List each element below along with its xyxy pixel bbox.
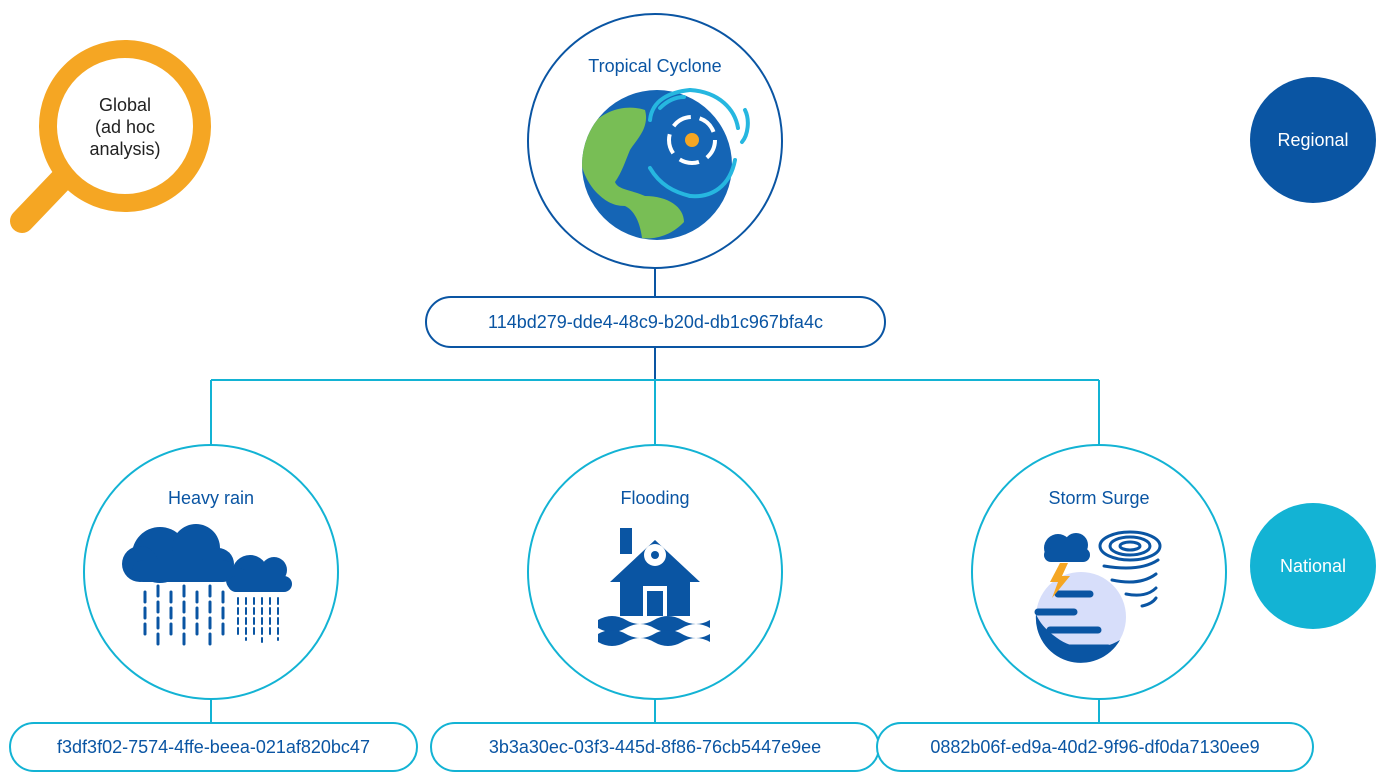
national-badge [1250,503,1376,629]
heavy-rain-id: f3df3f02-7574-4ffe-beea-021af820bc47 [57,737,370,757]
regional-badge [1250,77,1376,203]
global-legend-label: Global (ad hoc analysis) [60,94,190,160]
storm-surge-icon [1034,530,1162,663]
heavy-rain-title: Heavy rain [167,488,255,508]
storm-surge-title: Storm Surge [1048,488,1150,508]
connector-lines [210,268,1100,723]
tropical-cyclone-icon [582,88,750,240]
flooding-id: 3b3a30ec-03f3-445d-8f86-76cb5447e9ee [488,737,822,757]
flooded-house-icon [598,528,710,646]
rain-clouds-icon [122,524,292,652]
flooding-title: Flooding [620,488,690,508]
root-node-id: 114bd279-dde4-48c9-b20d-db1c967bfa4c [488,312,823,332]
national-label: National [1279,556,1347,576]
regional-label: Regional [1277,130,1349,150]
storm-surge-node-circle [971,444,1227,700]
global-magnifier-icon [10,40,211,233]
heavy-rain-id-pill [9,722,418,772]
global-line-3: analysis) [89,139,161,159]
global-line-1: Global [98,95,152,115]
global-line-2: (ad hoc [94,117,156,137]
storm-surge-id-pill [876,722,1314,772]
root-node-title: Tropical Cyclone [588,56,722,76]
storm-surge-id: 0882b06f-ed9a-40d2-9f96-df0da7130ee9 [930,737,1260,757]
root-id-pill [425,296,886,348]
